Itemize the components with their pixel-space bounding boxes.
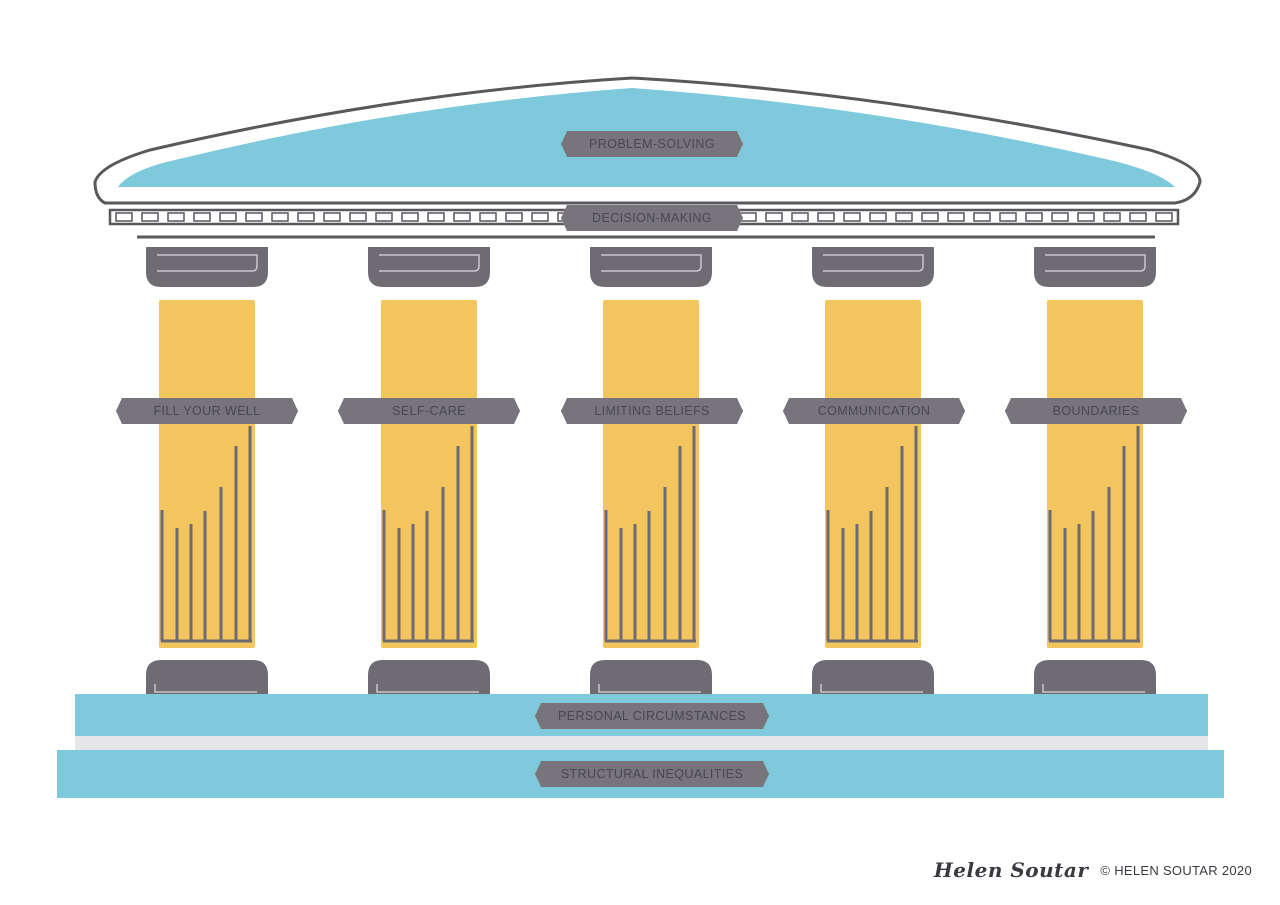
pillar-capital <box>1034 247 1156 287</box>
pillar-capital <box>590 247 712 287</box>
pillar-base <box>368 660 490 700</box>
dentil-block <box>271 212 289 222</box>
dentil-block <box>167 212 185 222</box>
dentil-block <box>921 212 939 222</box>
pillar-3 <box>590 247 712 700</box>
dentil-block <box>1129 212 1147 222</box>
base-step-middle <box>75 736 1208 750</box>
pillar-label-boundaries: BOUNDARIES <box>1005 398 1187 424</box>
pillar-shaft <box>159 300 255 648</box>
base-detail <box>598 684 701 693</box>
dentil-block <box>843 212 861 222</box>
pillar-capital <box>368 247 490 287</box>
footer: Helen Soutar © HELEN SOUTAR 2020 <box>934 858 1252 882</box>
pillar-base <box>812 660 934 700</box>
pillar-base <box>146 660 268 700</box>
dentil-block <box>219 212 237 222</box>
pillar-base <box>1034 660 1156 700</box>
dentil-block <box>791 212 809 222</box>
dentil-block <box>1077 212 1095 222</box>
pillar-shaft <box>603 300 699 648</box>
dentil-block <box>1155 212 1173 222</box>
dentil-block <box>817 212 835 222</box>
beam-label: DECISION-MAKING <box>561 205 743 231</box>
pillar-label-communication: COMMUNICATION <box>783 398 965 424</box>
dentil-block <box>765 212 783 222</box>
dentil-block <box>973 212 991 222</box>
pillar-1 <box>146 247 268 700</box>
dentil-block <box>999 212 1017 222</box>
dentil-block <box>479 212 497 222</box>
base-detail <box>820 684 923 693</box>
pillar-label-limiting-beliefs: LIMITING BELIEFS <box>561 398 743 424</box>
pillar-5 <box>1034 247 1156 700</box>
roof-label: PROBLEM-SOLVING <box>561 131 743 157</box>
dentil-block <box>1051 212 1069 222</box>
dentil-block <box>505 212 523 222</box>
dentil-block <box>1103 212 1121 222</box>
dentil-block <box>193 212 211 222</box>
dentil-block <box>375 212 393 222</box>
pillar-shaft <box>381 300 477 648</box>
base-upper-label: PERSONAL CIRCUMSTANCES <box>535 703 769 729</box>
dentil-block <box>895 212 913 222</box>
pillar-shaft <box>1047 300 1143 648</box>
base-detail <box>1042 684 1145 693</box>
dentil-block <box>297 212 315 222</box>
dentil-block <box>245 212 263 222</box>
capital-detail <box>823 254 924 272</box>
dentil-block <box>401 212 419 222</box>
frieze-dentils <box>115 212 1173 222</box>
copyright-text: © HELEN SOUTAR 2020 <box>1100 862 1252 878</box>
pillar-label-self-care: SELF-CARE <box>338 398 520 424</box>
pillar-base <box>590 660 712 700</box>
capital-detail <box>601 254 702 272</box>
pillar-2 <box>368 247 490 700</box>
capital-detail <box>157 254 258 272</box>
signature-logo: Helen Soutar <box>933 858 1089 882</box>
pillar-label-fill-your-well: FILL YOUR WELL <box>116 398 298 424</box>
dentil-block <box>1025 212 1043 222</box>
pillar-capital <box>146 247 268 287</box>
base-detail <box>154 684 257 693</box>
dentil-block <box>947 212 965 222</box>
capital-detail <box>1045 254 1146 272</box>
base-lower-label: STRUCTURAL INEQUALITIES <box>535 761 769 787</box>
dentil-block <box>869 212 887 222</box>
pillar-shaft <box>825 300 921 648</box>
dentil-block <box>427 212 445 222</box>
dentil-block <box>453 212 471 222</box>
dentil-block <box>323 212 341 222</box>
dentil-block <box>531 212 549 222</box>
pillars-group <box>146 247 1156 700</box>
pillar-4 <box>812 247 934 700</box>
capital-detail <box>379 254 480 272</box>
dentil-block <box>349 212 367 222</box>
dentil-block <box>115 212 133 222</box>
dentil-block <box>141 212 159 222</box>
base-detail <box>376 684 479 693</box>
pillar-capital <box>812 247 934 287</box>
